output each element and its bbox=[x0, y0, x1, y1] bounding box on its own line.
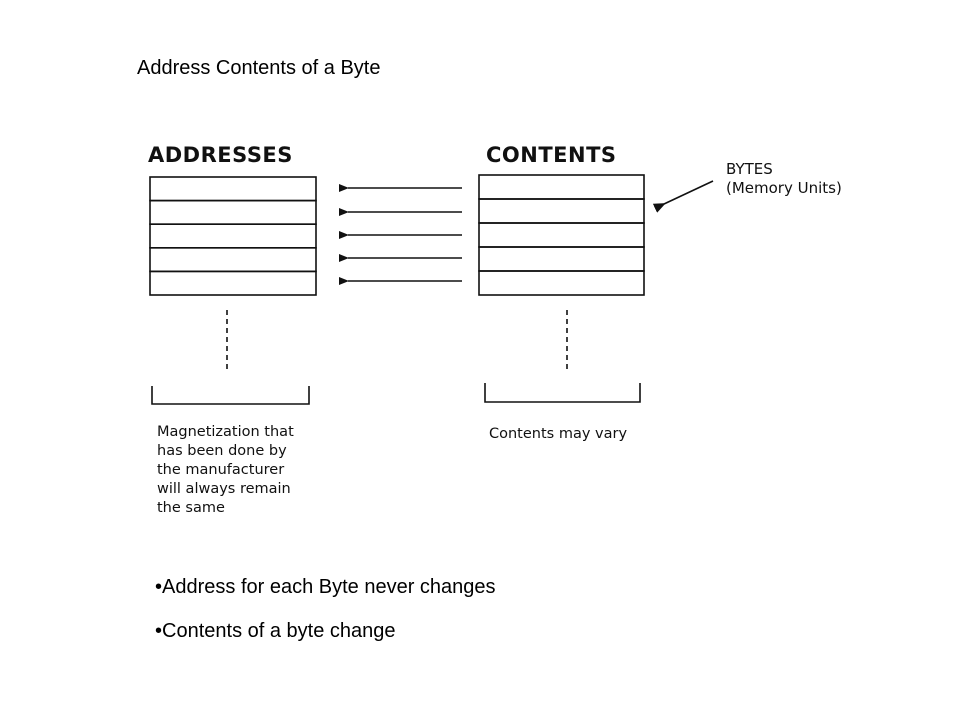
contents-bracket bbox=[484, 383, 641, 403]
slide-title: Address Contents of a Byte bbox=[137, 57, 381, 79]
bytes-label: BYTES bbox=[726, 160, 773, 178]
address-cell bbox=[149, 176, 317, 202]
address-note-line: Magnetization that bbox=[157, 424, 294, 440]
contents-cells bbox=[478, 174, 645, 296]
contents-cell bbox=[478, 222, 645, 248]
bullet-marker: • bbox=[155, 576, 163, 598]
bytes-sublabel: (Memory Units) bbox=[726, 179, 842, 197]
bullet-marker: • bbox=[155, 620, 163, 642]
address-bracket bbox=[151, 386, 310, 405]
bullet-item: •Contents of a byte change bbox=[155, 619, 496, 643]
contents-cell bbox=[478, 246, 645, 272]
contents-heading: CONTENTS bbox=[486, 143, 617, 167]
contents-cell bbox=[478, 270, 645, 296]
contents-note: Contents may vary bbox=[489, 426, 627, 442]
address-note-line: the manufacturer bbox=[157, 462, 284, 478]
address-note-line: will always remain bbox=[157, 481, 291, 497]
address-note: Magnetization that has been done by the … bbox=[157, 424, 294, 516]
address-cell bbox=[149, 223, 317, 249]
address-cell bbox=[149, 247, 317, 273]
bullet-item: •Address for each Byte never changes bbox=[155, 575, 496, 599]
address-note-line: the same bbox=[157, 500, 225, 516]
contents-cell bbox=[478, 174, 645, 200]
address-cell bbox=[149, 199, 317, 226]
address-note-line: has been done by bbox=[157, 443, 287, 459]
address-cell bbox=[149, 270, 317, 296]
bullet-list: •Address for each Byte never changes •Co… bbox=[155, 575, 496, 663]
addresses-heading: ADDRESSES bbox=[148, 143, 293, 167]
bullet-text: Contents of a byte change bbox=[162, 620, 396, 642]
bullet-text: Address for each Byte never changes bbox=[162, 576, 496, 598]
contents-cell bbox=[478, 198, 645, 224]
bytes-pointer-arrow bbox=[652, 180, 714, 213]
mapping-arrows bbox=[339, 184, 462, 285]
address-cells bbox=[149, 176, 317, 296]
